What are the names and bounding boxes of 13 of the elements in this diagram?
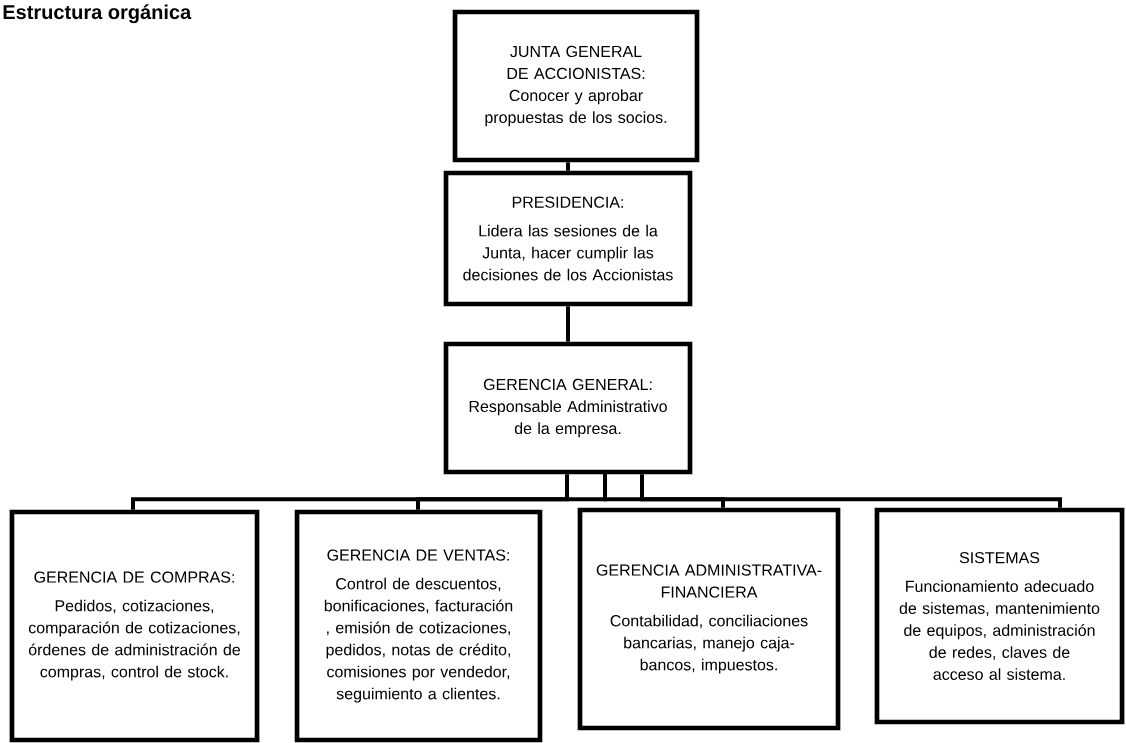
org-box: PRESIDENCIA: Lidera las sesiones de la Junta, hacer cumplir las decisiones de los Accionistas (443, 170, 693, 307)
org-box: GERENCIA DE VENTAS: Control de descuentos, bonificaciones, facturación , emisión de cotizaciones, pedidos, notas de crédito, comisiones por vendedor, seguimiento a clientes. (294, 509, 543, 743)
connector-line (640, 474, 1062, 508)
org-box: JUNTA GENERAL DE ACCIONISTAS: Conocer y aprobar propuestas de los socios. (452, 9, 700, 163)
org-box: GERENCIA GENERAL: Responsable Administrativo de la empresa. (443, 341, 693, 475)
connector-line (566, 306, 570, 342)
org-box: GERENCIA DE COMPRAS: Pedidos, cotizaciones, comparación de cotizaciones, órdenes de administración de compras, control de stock. (9, 509, 260, 743)
title: Estructura orgánica (3, 4, 192, 24)
connector-line (603, 474, 725, 508)
connector-line (131, 474, 569, 510)
connector-line (566, 162, 570, 171)
org-box: SISTEMAS Funcionamiento adecuado de sistemas, mantenimiento de equipos, administración de redes, claves de acceso al sistema. (874, 507, 1125, 725)
org-box: GERENCIA ADMINISTRATIVA-FINANCIERA Contabilidad, conciliaciones bancarias, manejo caja-bancos, impuestos. (577, 507, 841, 731)
